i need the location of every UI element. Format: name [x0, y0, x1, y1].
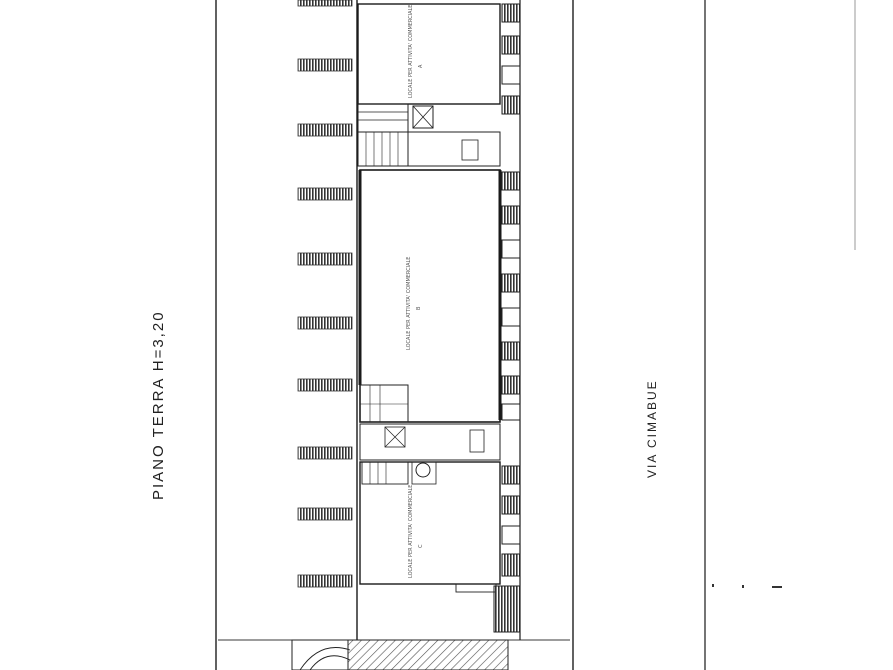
shopfront-windows	[493, 3, 521, 633]
unit-b-room	[359, 169, 501, 461]
portico-pillars	[297, 0, 353, 588]
unit-b-label-group: LOCALE PER ATTIVITA' COMMERCIALE B	[406, 257, 422, 350]
unit-c-room	[359, 461, 501, 593]
building-walls	[356, 0, 521, 640]
unit-a-room	[357, 3, 501, 167]
unit-c-label: LOCALE PER ATTIVITA' COMMERCIALE	[408, 485, 414, 578]
unit-c-number: C	[418, 544, 424, 548]
floor-label: PIANO TERRA H=3,20	[150, 310, 167, 500]
unit-c-label-group: LOCALE PER ATTIVITA' COMMERCIALE C	[408, 485, 424, 578]
unit-b-number: B	[416, 306, 422, 310]
unit-a-number: A	[418, 64, 424, 68]
site-boundary-lines	[215, 0, 856, 670]
entrance-ramp	[291, 639, 509, 670]
unit-a-label-group: LOCALE PER ATTIVITA' COMMERCIALE A	[408, 5, 424, 98]
street-label: VIA CIMABUE	[645, 379, 659, 478]
unit-a-label: LOCALE PER ATTIVITA' COMMERCIALE	[408, 5, 414, 98]
dimension-marks	[712, 584, 782, 588]
unit-b-label: LOCALE PER ATTIVITA' COMMERCIALE	[406, 257, 412, 350]
